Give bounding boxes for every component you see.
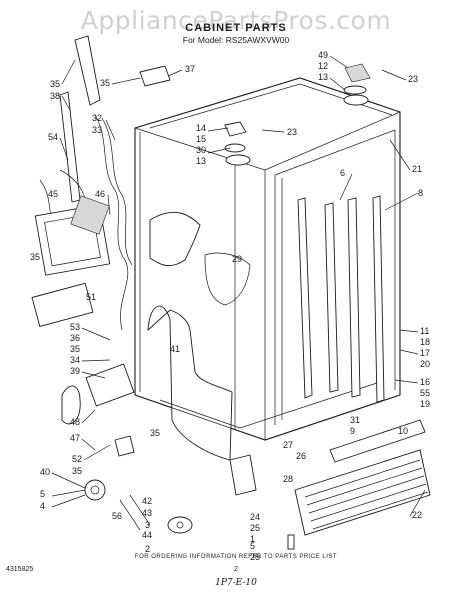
callout: 13 — [318, 72, 328, 82]
callout: 35 — [70, 344, 80, 354]
callout: 41 — [170, 344, 180, 354]
ordering-footer: FOR ORDERING INFORMATION REFER TO PARTS … — [134, 554, 338, 560]
callout: 48 — [70, 417, 80, 427]
callout: 52 — [72, 454, 82, 464]
callout: 8 — [418, 188, 423, 198]
callout: 54 — [48, 132, 58, 142]
callouts-right: 49 12 13 23 21 6 8 11 18 17 20 16 55 19 … — [318, 50, 430, 520]
callout: 27 — [283, 440, 293, 450]
callouts-left: 35 38 54 32 33 45 46 35 51 53 36 35 34 3… — [30, 79, 152, 540]
callout: 31 — [350, 415, 360, 425]
model-label: For Model: RS25AWXVW00 — [182, 35, 290, 45]
callout: 21 — [412, 164, 422, 174]
callout: 44 — [142, 530, 152, 540]
callout: 37 — [185, 64, 195, 74]
callout: 35 — [150, 428, 160, 438]
callout: 43 — [142, 508, 152, 518]
callout: 23 — [408, 74, 418, 84]
callout: 12 — [318, 61, 328, 71]
callouts-center: 37 35 14 15 30 13 23 29 41 27 28 26 24 2… — [100, 64, 306, 562]
callout: 35 — [30, 252, 40, 262]
callout: 32 — [92, 113, 102, 123]
callout: 9 — [350, 426, 355, 436]
handwritten-note: 1P7-E-10 — [215, 578, 257, 588]
callout: 33 — [92, 125, 102, 135]
callout: 34 — [70, 355, 80, 365]
callout: 10 — [398, 426, 408, 436]
callout: 30 — [196, 145, 206, 155]
callout: 1 — [250, 534, 255, 544]
callout: 4 — [40, 501, 45, 511]
callout: 6 — [340, 168, 345, 178]
watermark: AppliancePartsPros.com — [80, 6, 392, 35]
heater-assembly — [31, 195, 111, 328]
callout: 35 — [50, 79, 60, 89]
callout: 38 — [50, 91, 60, 101]
callout: 13 — [196, 156, 206, 166]
callout: 28 — [283, 474, 293, 484]
leader-lines — [51, 55, 426, 517]
callout: 20 — [420, 359, 430, 369]
callout: 17 — [420, 348, 430, 358]
callout: 40 — [40, 467, 50, 477]
callout: 53 — [70, 322, 80, 332]
callout: 16 — [420, 377, 430, 387]
callout: 56 — [112, 511, 122, 521]
callout: 22 — [412, 510, 422, 520]
page-number: 2 — [234, 566, 238, 573]
callout: 25 — [250, 523, 260, 533]
diagram-title: CABINET PARTS — [185, 22, 287, 34]
callout: 35 — [72, 466, 82, 476]
document-number: 4315825 — [6, 566, 34, 573]
callout: 42 — [142, 496, 152, 506]
callout: 19 — [420, 399, 430, 409]
callout: 18 — [420, 337, 430, 347]
callout: 26 — [296, 451, 306, 461]
callout: 46 — [95, 189, 105, 199]
trim-strips — [297, 195, 385, 403]
callout: 11 — [420, 326, 429, 336]
callout: 3 — [145, 520, 150, 530]
callout: 29 — [232, 254, 242, 264]
callout: 47 — [70, 433, 80, 443]
callout: 24 — [250, 512, 260, 522]
callout: 5 — [40, 489, 45, 499]
callout: 15 — [196, 134, 206, 144]
callout: 36 — [70, 333, 80, 343]
cabinet-shell — [134, 77, 401, 461]
small-components-left — [61, 363, 151, 531]
callout: 39 — [70, 366, 80, 376]
callout: 35 — [100, 78, 110, 88]
callout: 25 — [250, 552, 260, 562]
callout: 23 — [287, 127, 297, 137]
callout: 55 — [420, 388, 430, 398]
hinge-parts — [139, 63, 371, 166]
callout: 49 — [318, 50, 328, 60]
callout: 5 — [250, 541, 255, 551]
callout: 14 — [196, 123, 206, 133]
callout: 51 — [86, 292, 96, 302]
callout: 2 — [145, 544, 150, 554]
rollers — [167, 454, 295, 550]
callout: 45 — [48, 189, 58, 199]
base-grille — [294, 419, 431, 536]
